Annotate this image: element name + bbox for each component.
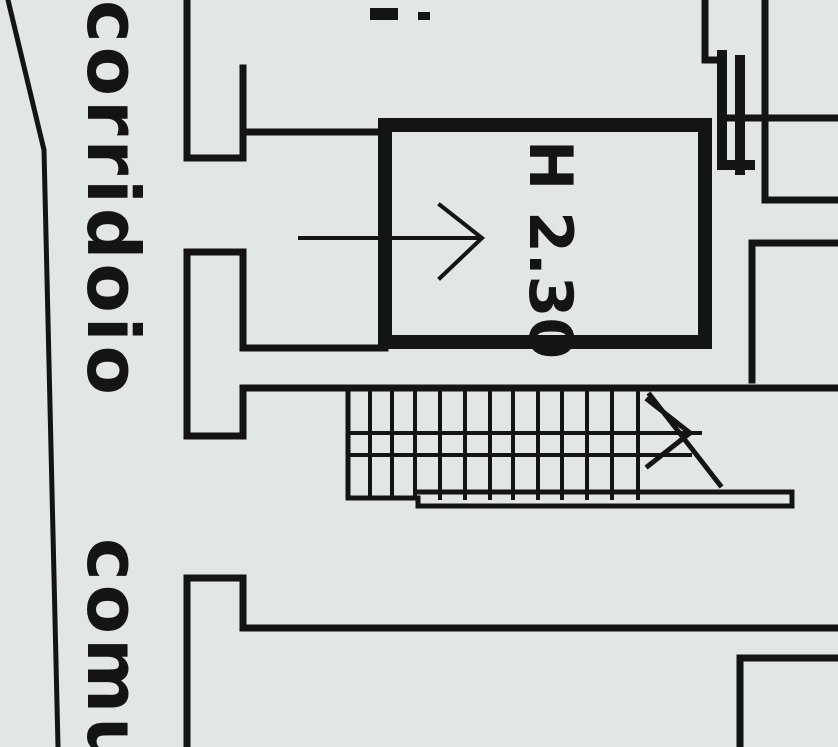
stair-treads — [368, 390, 640, 500]
entry-arrow-icon — [298, 202, 486, 281]
staircase — [345, 389, 795, 509]
top-mark — [418, 12, 430, 20]
top-mark — [370, 8, 398, 20]
corridor-label-continued: comu — [71, 538, 155, 747]
room-walls — [378, 118, 712, 349]
wall-top-left — [183, 0, 389, 162]
stair-arrow-icon — [644, 391, 724, 489]
corridor-edge-line — [5, 0, 61, 747]
wall-left-middle — [183, 248, 838, 440]
corridor-label: corridoio — [71, 0, 155, 399]
wall-bottom-right — [736, 654, 838, 747]
wall-right-block — [717, 50, 755, 175]
room-height-label: H 2.30 — [515, 140, 585, 359]
wall-bottom-left — [183, 574, 838, 747]
